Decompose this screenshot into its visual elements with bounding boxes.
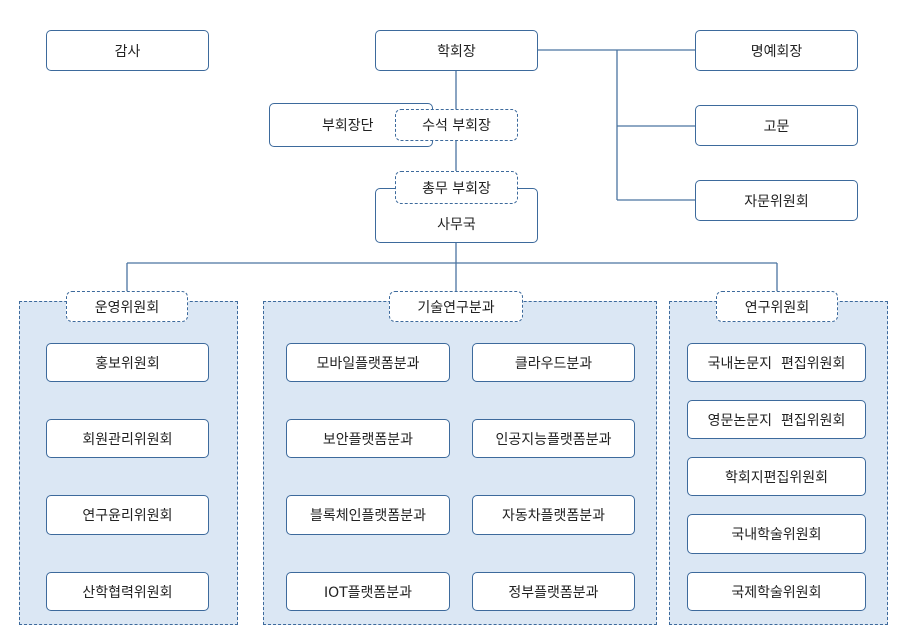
technical-division-item: IOT플랫폼분과	[286, 572, 450, 611]
operations-committee-title: 운영위원회	[66, 291, 188, 322]
general-vice-president-box: 총무 부회장	[395, 171, 518, 204]
senior-vice-president-box: 수석 부회장	[395, 109, 518, 141]
technical-division-item: 모바일플랫폼분과	[286, 343, 450, 382]
technical-division-item-label: 보안플랫폼분과	[322, 431, 414, 448]
secretariat-label: 사무국	[437, 217, 476, 233]
research-committee-item: 학회지편집위원회	[687, 457, 866, 496]
technical-division-item-label: 모바일플랫폼분과	[316, 355, 420, 372]
research-committee-item: 국내논문지 편집위원회	[687, 343, 866, 382]
operations-committee-item: 산학협력위원회	[46, 572, 209, 611]
operations-committee-item: 회원관리위원회	[46, 419, 209, 458]
senior-vice-president-label: 수석 부회장	[422, 118, 491, 134]
technical-division-item-label: 블록체인플랫폼분과	[310, 508, 426, 524]
operations-committee-item: 연구윤리위원회	[46, 495, 209, 535]
technical-division-item: 보안플랫폼분과	[286, 419, 450, 458]
research-committee-title: 연구위원회	[716, 291, 838, 322]
honorary-president-box: 명예회장	[695, 30, 858, 71]
advisory-committee-box: 자문위원회	[695, 180, 858, 221]
technical-division-item: 블록체인플랫폼분과	[286, 495, 450, 535]
research-committee-item: 국제학술위원회	[687, 572, 866, 611]
advisory-committee-label: 자문위원회	[744, 193, 809, 210]
research-committee-item-label: 국내학술위원회	[731, 527, 822, 543]
technical-division-item: 정부플랫폼분과	[472, 572, 635, 611]
research-committee-item-label: 국제학술위원회	[731, 584, 822, 601]
operations-committee-label: 운영위원회	[94, 299, 160, 316]
technical-division-item-label: IOT플랫폼분과	[323, 584, 413, 601]
operations-committee-item-label: 연구윤리위원회	[82, 508, 173, 524]
research-committee-label: 연구위원회	[744, 299, 810, 316]
technical-division-item-label: 정부플랫폼분과	[508, 584, 599, 601]
honorary-president-label: 명예회장	[750, 43, 803, 60]
research-committee-item-label: 영문논문지 편집위원회	[707, 412, 846, 429]
advisor-box: 고문	[695, 105, 858, 146]
operations-committee-item: 홍보위원회	[46, 343, 209, 382]
technical-division-item: 클라우드분과	[472, 343, 635, 382]
audit-box: 감사	[46, 30, 209, 71]
research-committee-item: 영문논문지 편집위원회	[687, 400, 866, 439]
general-vice-president-label: 총무 부회장	[422, 180, 491, 197]
research-committee-item-label: 국내논문지 편집위원회	[707, 355, 846, 372]
technical-research-label: 기술연구분과	[417, 299, 495, 316]
vice-president-group-label: 부회장단	[322, 118, 374, 134]
president-label: 학회장	[437, 43, 476, 60]
technical-division-item-label: 자동차플랫폼분과	[501, 508, 606, 524]
operations-committee-item-label: 홍보위원회	[95, 355, 160, 372]
technical-division-item-label: 인공지능플랫폼분과	[495, 431, 612, 448]
technical-division-item: 자동차플랫폼분과	[472, 495, 635, 535]
advisor-label: 고문	[763, 118, 790, 135]
technical-research-title: 기술연구분과	[389, 291, 523, 322]
technical-division-item: 인공지능플랫폼분과	[472, 419, 635, 458]
technical-division-item-label: 클라우드분과	[514, 355, 593, 372]
research-committee-item: 국내학술위원회	[687, 514, 866, 554]
audit-label: 감사	[114, 43, 141, 60]
operations-committee-item-label: 회원관리위원회	[82, 431, 173, 448]
president-box: 학회장	[375, 30, 538, 71]
operations-committee-item-label: 산학협력위원회	[82, 584, 173, 601]
research-committee-item-label: 학회지편집위원회	[724, 469, 829, 486]
